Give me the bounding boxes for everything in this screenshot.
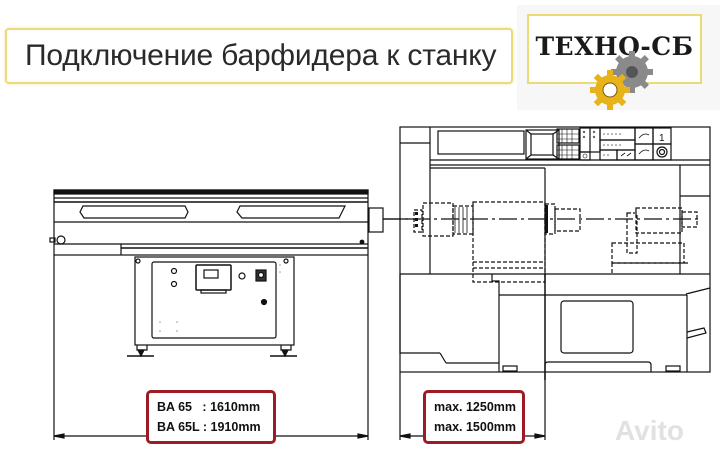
page-title: Подключение барфидера к станку [25,39,497,72]
svg-text:1: 1 [659,133,665,144]
gears-icon [590,51,653,110]
bar-feeder-row-ba65l: BA 65L : 1910mm [157,417,265,437]
separator: : [202,420,208,434]
model-name: BA 65L [157,420,200,434]
lathe: 1 [383,126,711,440]
title-banner: Подключение барфидера к станку [5,28,513,84]
bar-feeder-row-ba65: BA 65 : 1610mm [157,397,265,417]
model-name: BA 65 [157,400,196,414]
lathe-distance-label: max. 1250mm max. 1500mm [423,390,525,444]
logo-text: ТЕХНО-СБ [535,32,694,61]
bar-feeder [49,189,412,440]
length-value: 1610mm [210,400,261,414]
length-value: 1910mm [210,420,261,434]
lathe-max-1: max. 1250mm [434,400,517,414]
separator: : [202,400,207,414]
avito-watermark: Avito [615,415,684,446]
company-logo: ТЕХНО-СБ [527,14,702,84]
bar-feeder-length-label: BA 65 : 1610mm BA 65L : 1910mm [146,390,276,444]
lathe-max-2: max. 1500mm [434,420,517,434]
